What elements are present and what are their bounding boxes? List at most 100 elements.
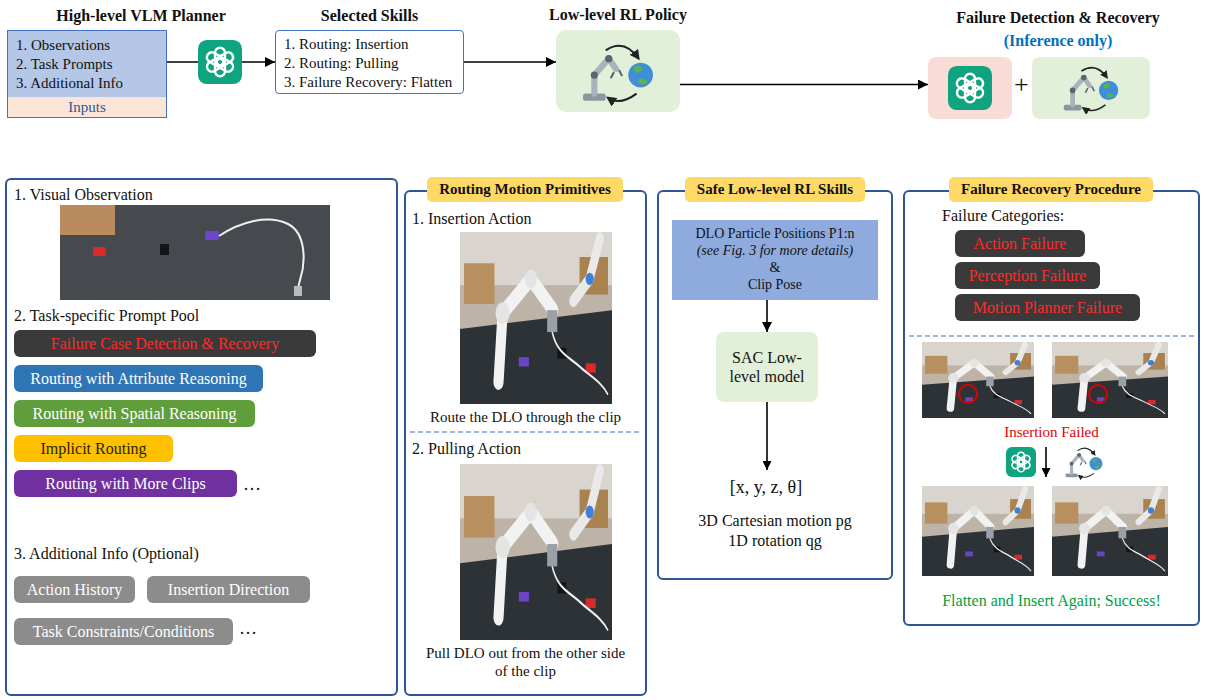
box-text: (see Fig. 3 for more details) <box>697 242 854 259</box>
section-tab: Routing Motion Primitives <box>427 177 623 202</box>
failure-recovery-photos <box>1089 385 1107 403</box>
info-pill: Task Constraints/Conditions <box>14 618 233 645</box>
text-holder: Task Constraints/Conditions <box>26 618 221 645</box>
text-holder: 3. Failure Recovery: Flatten <box>284 73 455 92</box>
box-text: 1. Routing: Insertion <box>284 35 409 54</box>
motion-primitive-photos <box>460 464 612 640</box>
motion-primitive-photos <box>460 232 612 404</box>
prompt-pill: Routing with Attribute Reasoning <box>14 365 263 392</box>
failure-recovery-photos <box>922 486 1034 576</box>
box-text: 3. Failure Recovery: Flatten <box>284 73 452 92</box>
box-text: SAC Low-level model <box>727 348 807 386</box>
failure-detection-icons <box>1032 57 1150 119</box>
rl-policy-icon-box <box>556 30 680 112</box>
ellipsis-mark: … <box>239 618 257 639</box>
failure-detection-icons <box>928 57 1150 119</box>
text-holder: Failure Recovery Procedure <box>961 177 1141 202</box>
box-text: 2. Routing: Pulling <box>284 54 399 73</box>
panel-text: Pull DLO out from the other side of the … <box>418 644 633 680</box>
pill-text: Action Failure <box>967 230 1073 257</box>
sac-model-box: SAC Low-level model <box>716 332 818 402</box>
output-arrow <box>766 402 768 470</box>
visual-observation-photo <box>60 205 330 300</box>
failure-recovery-photos <box>909 335 1194 336</box>
visual-observation-photo <box>294 286 302 296</box>
heading-text: Low-level RL Policy <box>549 5 687 25</box>
failure-pill: Action Failure <box>955 230 1085 257</box>
visual-observation-photo <box>160 244 169 255</box>
connector-arrow <box>766 300 768 332</box>
text-holder: Pull DLO out from the other side of the … <box>418 644 633 680</box>
text-holder: Route the DLO through the clip <box>406 408 645 426</box>
failure-recovery-photos <box>909 336 1194 576</box>
panel-text: 1. Visual Observation <box>14 186 153 204</box>
heading-text: (Inference only) <box>1004 31 1113 51</box>
text-holder: 3. Additional Info <box>16 74 158 93</box>
rl-policy-icon-box <box>583 46 653 101</box>
panel-text: [x, y, z, θ] <box>690 476 842 498</box>
rl-skill-panel: [x, y, z, θ] 3D Cartesian motion pg 1D rot… <box>657 190 893 580</box>
failure-recovery-photos <box>1052 486 1168 576</box>
pill-text: Routing Motion Primitives <box>439 177 611 202</box>
skill-list-box: Selected Skills1. Routing: Insertion2. R… <box>275 30 464 94</box>
text-holder: 1D rotation qg <box>659 532 891 550</box>
panel-text: 1D rotation qg <box>659 532 891 550</box>
prompt-pill: Implicit Routing <box>14 435 173 462</box>
text-holder: 2. Task Prompts <box>16 55 158 74</box>
pill-text: Motion Planner Failure <box>967 294 1128 321</box>
failure-recovery-photos <box>1006 447 1036 477</box>
text-holder: SAC Low-level model <box>727 348 807 386</box>
pill-text: Implicit Routing <box>26 435 161 462</box>
text-holder: 2. Task-specific Prompt Pool <box>14 307 199 325</box>
text-holder: & <box>678 259 872 276</box>
text-holder: Action Failure <box>967 230 1073 257</box>
rl-policy-box: Low-level RL Policy <box>556 30 680 112</box>
band-text: Inputs <box>8 97 166 117</box>
text-holder: [x, y, z, θ] <box>690 476 842 498</box>
panel-text: Flatten and Insert Again; Success! <box>905 592 1198 610</box>
text-holder: Routing Motion Primitives <box>439 177 611 202</box>
failure-recovery-photos <box>1066 448 1103 477</box>
heading-text: High-level VLM Planner <box>56 6 225 26</box>
pill-text: Routing with More Clips <box>26 470 225 497</box>
text-holder: Routing with Spatial Reasoning <box>26 400 243 427</box>
box-text: Clip Pose <box>748 276 802 293</box>
box-text: 2. Task Prompts <box>16 55 113 74</box>
prompt-pill: Routing with Spatial Reasoning <box>14 400 255 427</box>
box-text: & <box>770 259 781 276</box>
failure-detection-icons <box>928 57 1012 119</box>
text-holder: 1. Visual Observation <box>14 186 153 204</box>
text-holder: 2. Routing: Pulling <box>284 54 455 73</box>
text-holder: Routing with More Clips <box>26 470 225 497</box>
failure-detection-icons <box>1064 68 1118 111</box>
text-holder: 1. Insertion Action <box>412 210 532 228</box>
motion-primitive-panel: 1. Insertion ActionRoute the DLO through… <box>404 190 647 696</box>
panel-text: 1. Insertion Action <box>412 210 532 228</box>
panel-text: 2. Task-specific Prompt Pool <box>14 307 199 325</box>
text-holder: 3. Additional Info (Optional) <box>14 545 199 563</box>
label-holder: … <box>243 474 261 495</box>
panel-text: Route the DLO through the clip <box>406 408 645 426</box>
text-holder: 3D Cartesian motion pg <box>659 512 891 530</box>
section-tab: Failure Recovery Procedure <box>949 177 1153 202</box>
failure-recovery-group: Failure Detection & Recovery(Inference o… <box>928 57 1150 119</box>
pill-text: Perception Failure <box>967 262 1088 289</box>
text-holder: Clip Pose <box>678 276 872 293</box>
failure-recovery-photos <box>959 385 977 403</box>
text-holder: Routing with Attribute Reasoning <box>26 365 251 392</box>
pill-text: Safe Low-level RL Skills <box>697 177 853 202</box>
label-holder: + <box>1014 70 1029 100</box>
prompt-pill: Failure Case Detection & Recovery <box>14 330 316 357</box>
failure-recovery-photos <box>922 342 1034 418</box>
rl-policy-icon-box <box>556 30 680 112</box>
pill-text: Insertion Direction <box>159 576 298 603</box>
text-holder: 1. Observations <box>16 36 158 55</box>
info-pill: Action History <box>14 576 135 603</box>
text-holder: Action History <box>26 576 123 603</box>
text-holder: Failure Categories: <box>942 207 1064 225</box>
failure-recovery-photos <box>1052 342 1168 418</box>
connector-arrow <box>464 61 556 63</box>
panel-text: 2. Pulling Action <box>412 440 521 458</box>
heading-text: Failure Detection & Recovery <box>956 8 1160 28</box>
